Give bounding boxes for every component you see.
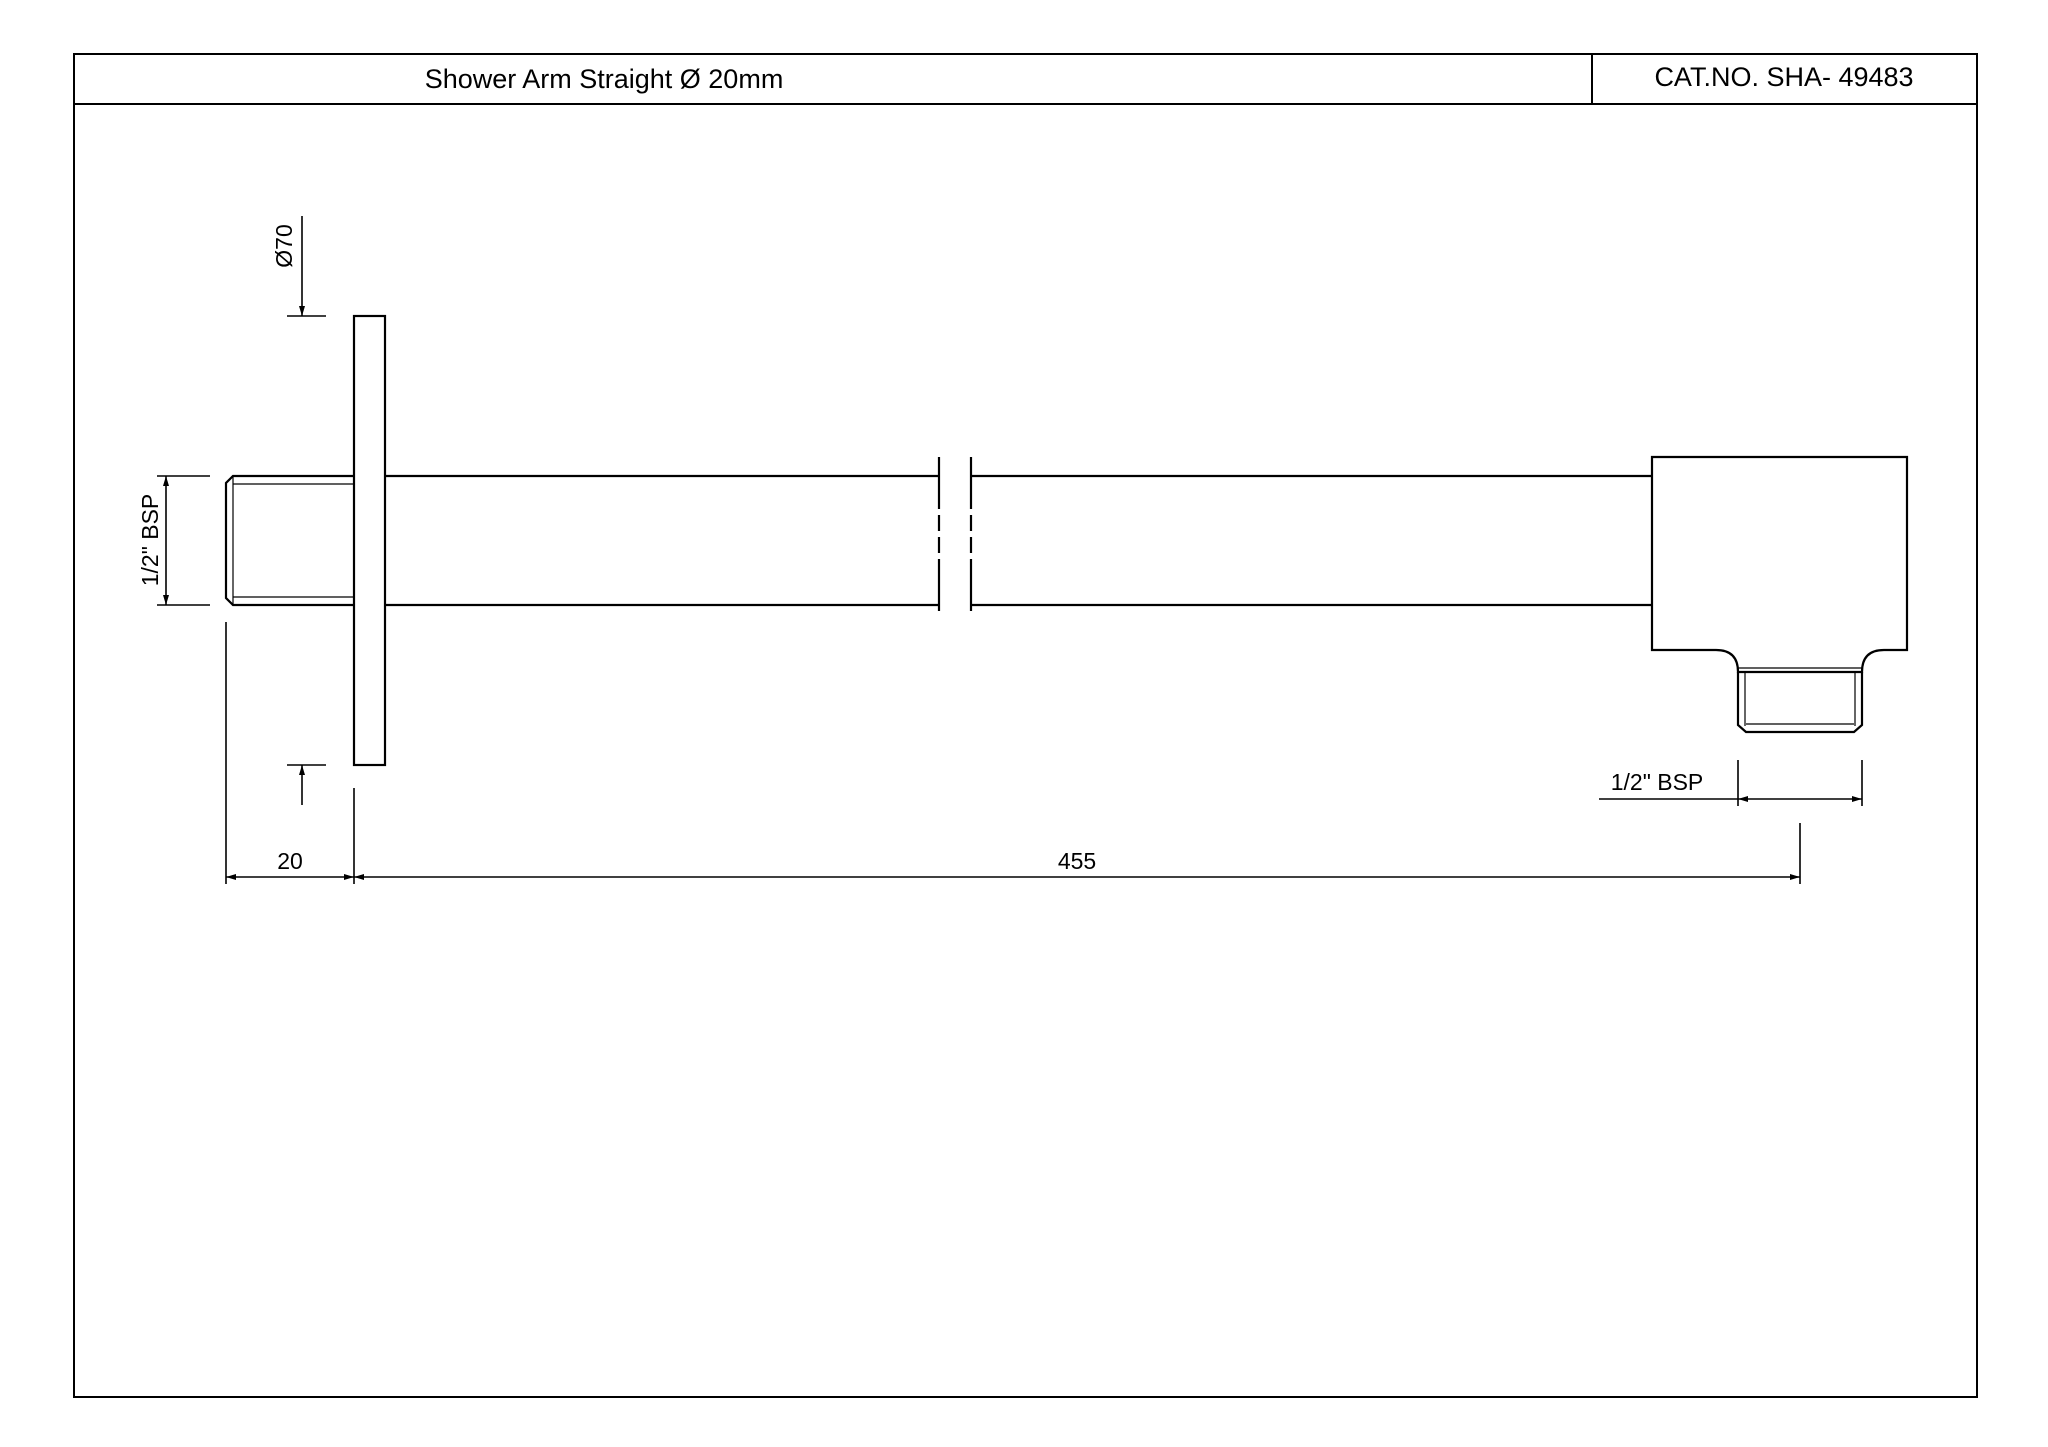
inlet-thread-label: 1/2" BSP	[137, 494, 163, 587]
dimension-lines	[157, 216, 1863, 884]
outlet-thread-label: 1/2" BSP	[1611, 769, 1704, 795]
shower-arm-part	[224, 314, 1909, 767]
dim-inlet-length	[225, 622, 355, 884]
title-block: Shower Arm Straight Ø 20mm CAT.NO. SHA- …	[74, 54, 1977, 105]
wall-flange	[352, 314, 387, 767]
inlet-length-label: 20	[277, 848, 303, 874]
catalog-number: CAT.NO. SHA- 49483	[1654, 62, 1913, 92]
drawing-title: Shower Arm Straight Ø 20mm	[425, 64, 784, 94]
dim-flange-diameter	[287, 216, 326, 805]
drawing-border	[73, 53, 1978, 1398]
outlet-thread	[1736, 667, 1864, 734]
flange-diameter-label: Ø70	[271, 224, 297, 267]
inlet-thread	[224, 474, 354, 607]
dim-overall-length	[354, 823, 1801, 884]
overall-length-label: 455	[1058, 848, 1096, 874]
dim-outlet-thread	[1599, 760, 1863, 806]
arm-tube	[385, 457, 1652, 624]
elbow-body	[1650, 455, 1909, 674]
dim-inlet-thread	[157, 475, 210, 606]
